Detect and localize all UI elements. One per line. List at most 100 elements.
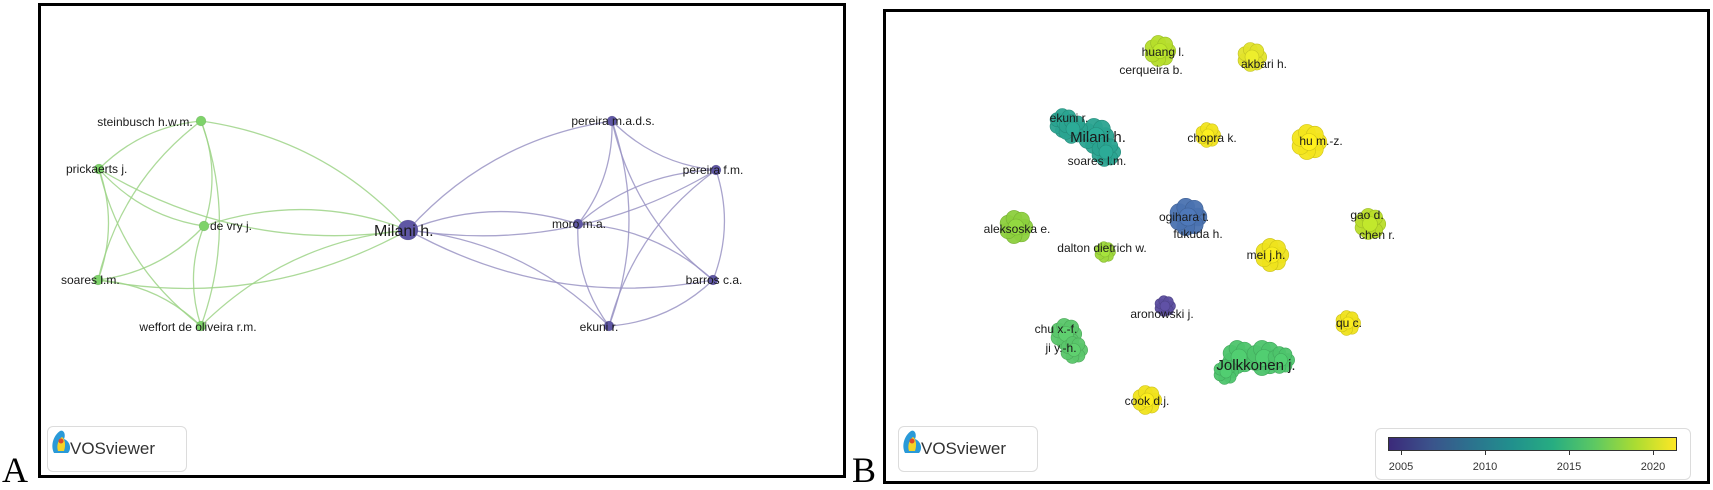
cluster-node <box>1274 353 1288 367</box>
network-edge <box>407 229 610 327</box>
network-nodes: Milani h.steinbusch h.w.m.prickaerts j.d… <box>61 114 743 334</box>
cluster-label: akbari h. <box>1241 57 1287 71</box>
vosviewer-logo-icon <box>903 430 922 453</box>
cluster-node <box>1201 128 1215 142</box>
network-edge <box>577 223 714 281</box>
node-label-pfm: pereira f.m. <box>683 163 744 177</box>
network-edge <box>200 120 409 231</box>
overlay-map[interactable]: huang l.cerqueira b. akbari h. ekuni r.Mil… <box>886 12 1707 481</box>
cluster-node <box>1178 207 1198 227</box>
cluster-ogihara[interactable]: ogihara t. fukuda h. <box>1159 198 1223 241</box>
network-edge <box>200 120 221 327</box>
cluster-node <box>1099 246 1111 258</box>
cluster-label: Milani h. <box>1070 129 1126 146</box>
vosviewer-logo-text: VOSviewer <box>70 439 156 458</box>
network-edge <box>98 168 205 227</box>
network-edge <box>98 168 409 237</box>
cluster-label: ogihara t. <box>1159 210 1209 224</box>
network-edge <box>407 169 717 237</box>
node-milani[interactable] <box>397 219 419 241</box>
cluster-milani[interactable]: ekuni r.Milani h.soares l.m. <box>1050 108 1127 168</box>
cluster-chopra[interactable]: chopra k. <box>1187 122 1237 148</box>
network-edge <box>200 229 409 327</box>
node-label-steinbusch: steinbusch h.w.m. <box>97 115 192 129</box>
network-panel-a: Milani h.steinbusch h.w.m.prickaerts j.d… <box>38 3 846 478</box>
cluster-label: fukuda h. <box>1173 227 1222 241</box>
node-steinbusch[interactable] <box>195 115 207 127</box>
node-devry[interactable] <box>198 220 210 232</box>
cluster-node <box>1007 218 1025 236</box>
cluster-label: ji y.-h. <box>1044 341 1076 355</box>
network-edge <box>97 120 202 281</box>
cluster-jolkkonen[interactable]: Jolkkonen j. <box>1213 340 1296 385</box>
cluster-aleksoska[interactable]: aleksoska e. <box>984 210 1051 244</box>
network-edge <box>203 208 409 231</box>
cluster-gao[interactable]: gao d. chen r. <box>1350 208 1395 242</box>
cluster-label: hu m.-z. <box>1299 134 1342 148</box>
vosviewer-logo-a: VOSviewer <box>47 426 187 472</box>
cluster-dalton[interactable]: dalton dietrich w. <box>1057 241 1147 263</box>
network-edge <box>712 169 726 281</box>
cluster-label: chen r. <box>1359 228 1395 242</box>
network-edge <box>192 225 205 327</box>
cluster-node <box>1219 365 1233 379</box>
network-edge <box>608 279 714 327</box>
node-label-moro: moro m.a. <box>552 217 606 231</box>
cluster-label: huang l. <box>1142 45 1185 59</box>
node-label-devry: de vry j. <box>210 219 252 233</box>
network-edge <box>608 169 717 327</box>
legend-tick-2020: 2020 <box>1640 461 1666 473</box>
cluster-label: cook d.j. <box>1125 394 1170 408</box>
network-edge <box>97 229 409 290</box>
cluster-akbari[interactable]: akbari h. <box>1237 42 1287 72</box>
network-edge <box>407 120 613 231</box>
legend-tick-mark <box>1401 451 1402 455</box>
cluster-node <box>1362 216 1378 232</box>
network-edge <box>407 210 579 231</box>
cluster-aronowski[interactable]: aronowski j. <box>1130 295 1194 321</box>
cluster-node <box>1152 43 1168 59</box>
network-edge <box>98 120 202 170</box>
coauthor-network[interactable]: Milani h.steinbusch h.w.m.prickaerts j.d… <box>41 6 843 475</box>
node-barros[interactable] <box>707 274 719 286</box>
cluster-label: gao d. <box>1350 208 1383 222</box>
cluster-node <box>1065 121 1081 137</box>
cluster-mei[interactable]: mei j.h. <box>1247 238 1290 272</box>
node-soares[interactable] <box>92 274 104 286</box>
network-edge <box>577 120 613 225</box>
node-prickaerts[interactable] <box>93 163 105 175</box>
cluster-chu[interactable]: chu x.-f.ji y.-h. <box>1035 318 1088 364</box>
node-ekuni[interactable] <box>603 320 615 332</box>
cluster-huang[interactable]: huang l.cerqueira b. <box>1119 35 1184 77</box>
year-legend: 2005 2010 2015 2020 <box>1375 428 1691 480</box>
node-weffort[interactable] <box>195 320 207 332</box>
node-label-ekuni: ekuni r. <box>580 320 619 334</box>
node-label-barros: barros c.a. <box>686 273 743 287</box>
legend-tick-2005: 2005 <box>1388 461 1414 473</box>
node-moro[interactable] <box>572 218 584 230</box>
cluster-qu[interactable]: qu c. <box>1335 310 1362 336</box>
network-edge <box>577 223 610 327</box>
cluster-node <box>1341 316 1355 330</box>
cluster-node <box>1263 246 1281 264</box>
node-label-pmads: pereira m.a.d.s. <box>571 114 654 128</box>
overlay-panel-b: huang l.cerqueira b. akbari h. ekuni r.Mil… <box>883 9 1710 484</box>
legend-tick-mark <box>1569 451 1570 455</box>
cluster-label: qu c. <box>1336 316 1362 330</box>
cluster-label: Jolkkonen j. <box>1216 357 1295 374</box>
legend-tick-mark <box>1485 451 1486 455</box>
node-pfm[interactable] <box>710 164 722 176</box>
vosviewer-logo-text: VOSviewer <box>921 439 1007 458</box>
node-pmads[interactable] <box>606 115 618 127</box>
year-colorbar <box>1388 437 1677 451</box>
panel-letter-a: A <box>2 450 28 490</box>
cluster-label: dalton dietrich w. <box>1057 241 1146 255</box>
cluster-label: aronowski j. <box>1130 307 1193 321</box>
cluster-hu[interactable]: hu m.-z. <box>1291 124 1343 160</box>
node-label-soares: soares l.m. <box>61 273 120 287</box>
cluster-cook[interactable]: cook d.j. <box>1125 385 1170 415</box>
network-edge <box>97 225 205 281</box>
network-edge <box>611 120 717 171</box>
node-label-weffort: weffort de oliveira r.m. <box>138 320 256 334</box>
network-edges <box>97 120 726 327</box>
